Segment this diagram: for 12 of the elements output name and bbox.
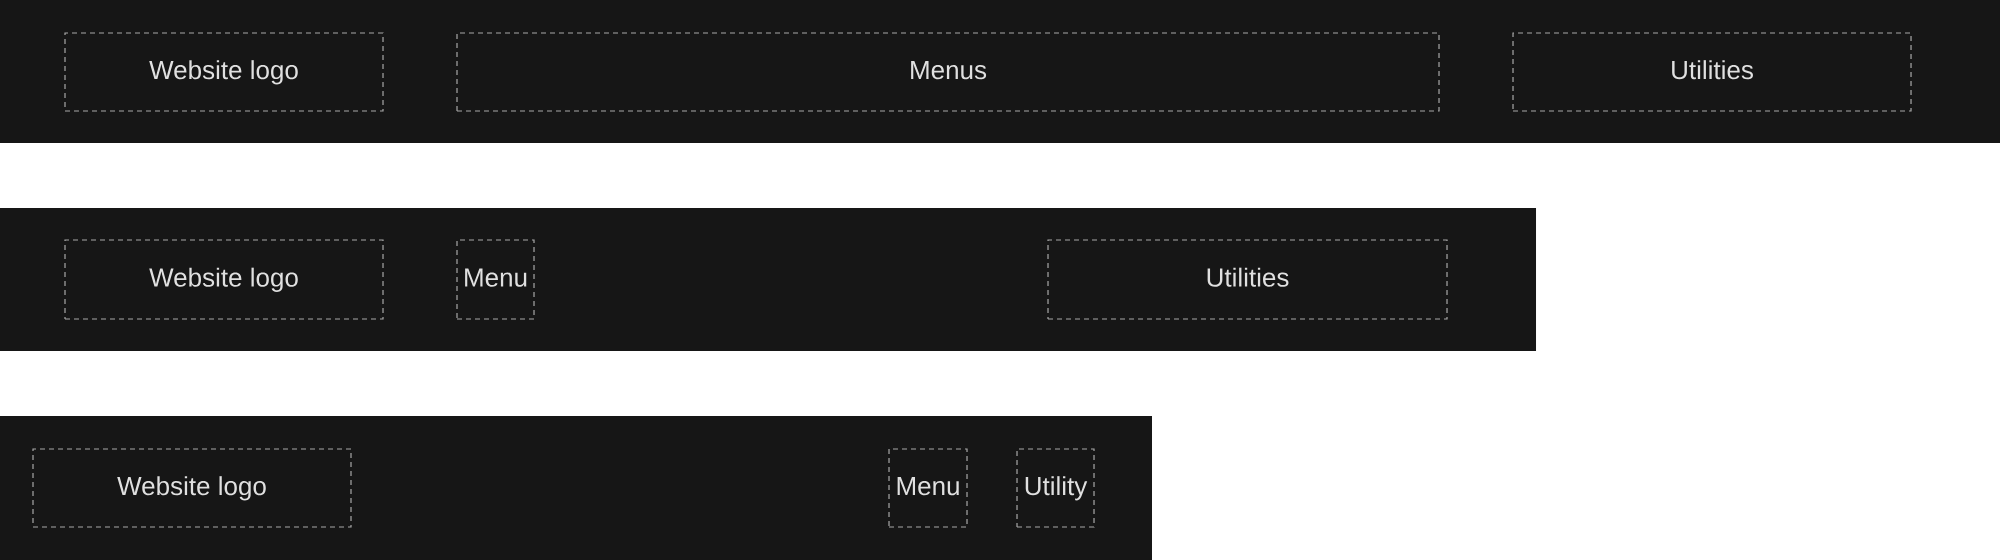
header-bar — [0, 416, 1152, 560]
placeholder-box: Menus — [456, 32, 1440, 112]
placeholder-box: Utility — [1016, 448, 1095, 528]
placeholder-box: Website logo — [32, 448, 352, 528]
header-bar — [0, 0, 2000, 143]
placeholder-box: Menu — [456, 239, 535, 320]
placeholder-box: Menu — [888, 448, 968, 528]
header-bar — [0, 208, 1536, 351]
placeholder-box: Website logo — [64, 239, 384, 320]
placeholder-box: Utilities — [1512, 32, 1912, 112]
placeholder-box: Website logo — [64, 32, 384, 112]
placeholder-box: Utilities — [1047, 239, 1448, 320]
